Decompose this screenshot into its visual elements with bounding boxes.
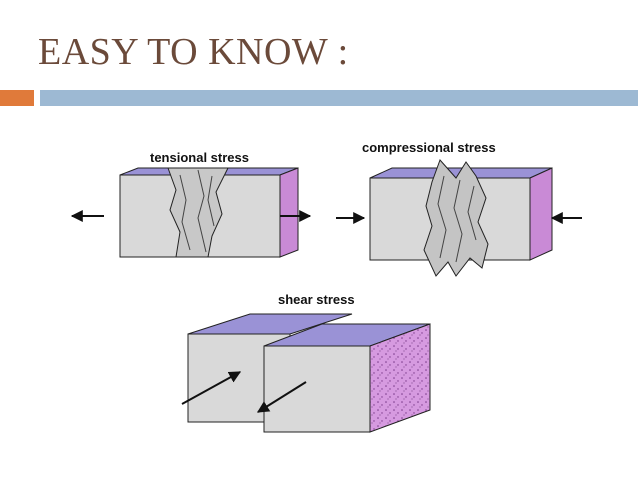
title-underline-bar xyxy=(40,90,638,106)
shear-arrow-down xyxy=(256,381,307,413)
slide-title: EASY TO KNOW : xyxy=(38,31,349,73)
shear-front-block-front xyxy=(263,345,371,433)
shear-stress-label: shear stress xyxy=(278,292,355,307)
title-accent-bar xyxy=(0,90,34,106)
compressional-block-side xyxy=(529,167,553,261)
shear-arrow-up xyxy=(181,371,242,405)
tensional-stress-figure: tensional stress xyxy=(70,150,312,258)
tensional-stress-label: tensional stress xyxy=(150,150,249,165)
compressional-stress-label: compressional stress xyxy=(362,140,496,155)
compressional-stress-figure: compressional stress xyxy=(336,140,582,277)
tensional-block-side xyxy=(279,167,299,258)
tensional-fracture-zone xyxy=(167,167,229,258)
shear-stress-figure: shear stress xyxy=(181,292,431,433)
compressional-fold-zone xyxy=(423,159,489,277)
